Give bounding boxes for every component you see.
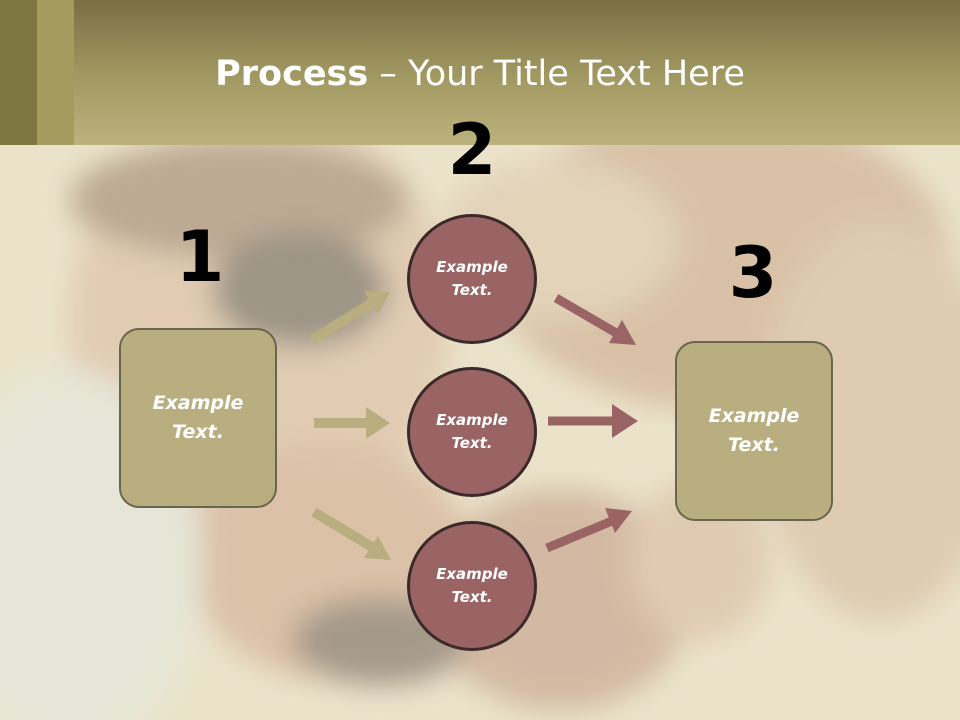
arrow-left-middle <box>314 407 390 439</box>
step2-circle-2-text: Example Text. <box>436 411 508 452</box>
arrow-right-down <box>553 294 636 345</box>
step2-circle-3-text: Example Text. <box>436 565 508 606</box>
arrow-right-up <box>545 508 632 553</box>
page-title: Process – Your Title Text Here <box>0 52 960 96</box>
title-bar-accent-dark <box>0 0 37 145</box>
step2-circle-2: Example Text. <box>407 367 537 497</box>
title-bar <box>0 0 960 145</box>
arrow-left-up <box>309 291 390 345</box>
step2-circle-3: Example Text. <box>407 521 537 651</box>
step3-box-text: Example Text. <box>708 405 800 456</box>
step2-circle-1-text: Example Text. <box>436 258 508 299</box>
arrow-right-middle <box>548 404 638 438</box>
title-bar-accent-light <box>37 0 74 145</box>
step2-circle-1: Example Text. <box>407 214 537 344</box>
arrow-left-down <box>311 507 391 560</box>
step1-box-text: Example Text. <box>152 392 244 443</box>
step-number-1: 1 <box>175 216 225 298</box>
step-number-2: 2 <box>447 109 497 191</box>
title-bold: Process <box>215 54 369 94</box>
step-number-3: 3 <box>728 232 778 314</box>
step3-box: Example Text. <box>675 341 833 521</box>
step1-box: Example Text. <box>119 328 277 508</box>
title-rest: – Your Title Text Here <box>368 54 745 94</box>
